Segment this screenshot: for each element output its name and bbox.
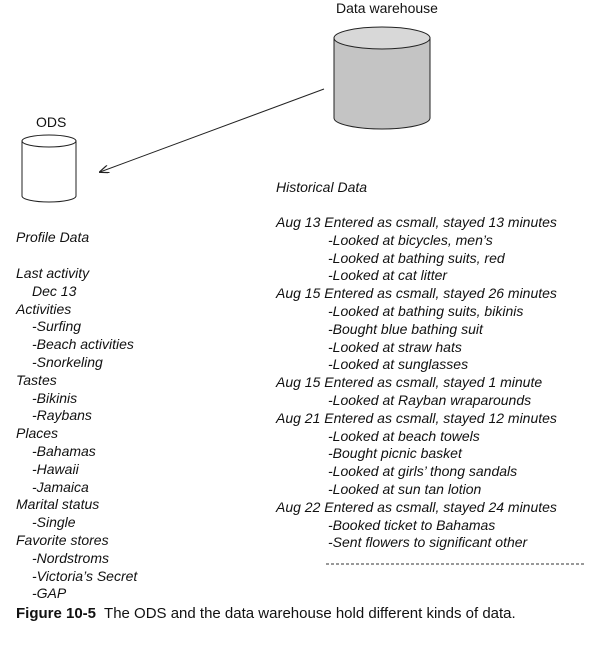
ods-cylinder: [21, 134, 77, 203]
profile-line: -Surfing: [32, 318, 82, 335]
profile-line: -Bikinis: [32, 389, 78, 406]
profile-line: Places: [16, 425, 59, 442]
profile-line: -Raybans: [32, 407, 92, 424]
historical-line: -Looked at straw hats: [328, 338, 462, 355]
historical-line: -Looked at sun tan lotion: [328, 480, 482, 497]
historical-line: -Booked ticket to Bahamas: [328, 516, 496, 533]
profile-line: Dec 13: [32, 282, 77, 299]
profile-line: -GAP: [32, 585, 67, 602]
historical-line: -Looked at bathing suits, bikinis: [328, 302, 524, 319]
historical-line: -Looked at sunglasses: [328, 356, 469, 373]
profile-line: -Single: [32, 514, 76, 531]
profile-line: -Nordstroms: [32, 549, 110, 566]
data-warehouse-cylinder: [333, 26, 431, 130]
historical-line: -Looked at bathing suits, red: [328, 249, 505, 266]
ods-label: ODS: [36, 114, 67, 130]
historical-line: -Bought picnic basket: [328, 445, 462, 462]
historical-data-title: Historical Data: [276, 179, 368, 195]
profile-line: Favorite stores: [16, 531, 109, 548]
historical-line: Aug 21 Entered as csmall, stayed 12 minu…: [276, 409, 557, 426]
figure-caption: Figure 10-5 The ODS and the data warehous…: [16, 605, 516, 622]
profile-data-title: Profile Data: [16, 229, 90, 245]
historical-line: Aug 15 Entered as csmall, stayed 1 minut…: [276, 374, 543, 391]
historical-line: -Looked at beach towels: [328, 427, 480, 444]
historical-line: -Sent flowers to significant other: [328, 534, 528, 551]
historical-line: Aug 15 Entered as csmall, stayed 26 minu…: [276, 285, 557, 302]
profile-line: Tastes: [16, 371, 57, 388]
historical-data-list: Aug 13 Entered as csmall, stayed 13 minu…: [276, 214, 557, 552]
profile-line: -Victoria’s Secret: [32, 567, 138, 584]
historical-line: Aug 13 Entered as csmall, stayed 13 minu…: [276, 214, 557, 230]
historical-line: -Bought blue bathing suit: [328, 320, 483, 337]
historical-line: -Looked at bicycles, men’s: [328, 231, 493, 248]
historical-line: -Looked at Rayban wraparounds: [328, 391, 532, 408]
profile-line: -Snorkeling: [32, 353, 103, 370]
caption-text: The ODS and the data warehouse hold diff…: [104, 605, 516, 622]
historical-line: -Looked at girls’ thong sandals: [328, 463, 518, 480]
data-warehouse-label: Data warehouse: [336, 0, 438, 16]
historical-line: -Looked at cat litter: [328, 267, 448, 284]
figure-number: Figure 10-5: [16, 605, 97, 622]
profile-line: Marital status: [16, 496, 100, 513]
profile-line: Activities: [16, 300, 72, 317]
warehouse-to-ods-arrow: [100, 88, 325, 172]
profile-line: -Bahamas: [32, 442, 96, 459]
profile-line: -Jamaica: [32, 478, 89, 495]
historical-line: Aug 22 Entered as csmall, stayed 24 minu…: [276, 498, 557, 515]
profile-line: Last activity: [16, 265, 90, 281]
profile-line: -Hawaii: [32, 460, 79, 477]
profile-line: -Beach activities: [32, 336, 134, 353]
